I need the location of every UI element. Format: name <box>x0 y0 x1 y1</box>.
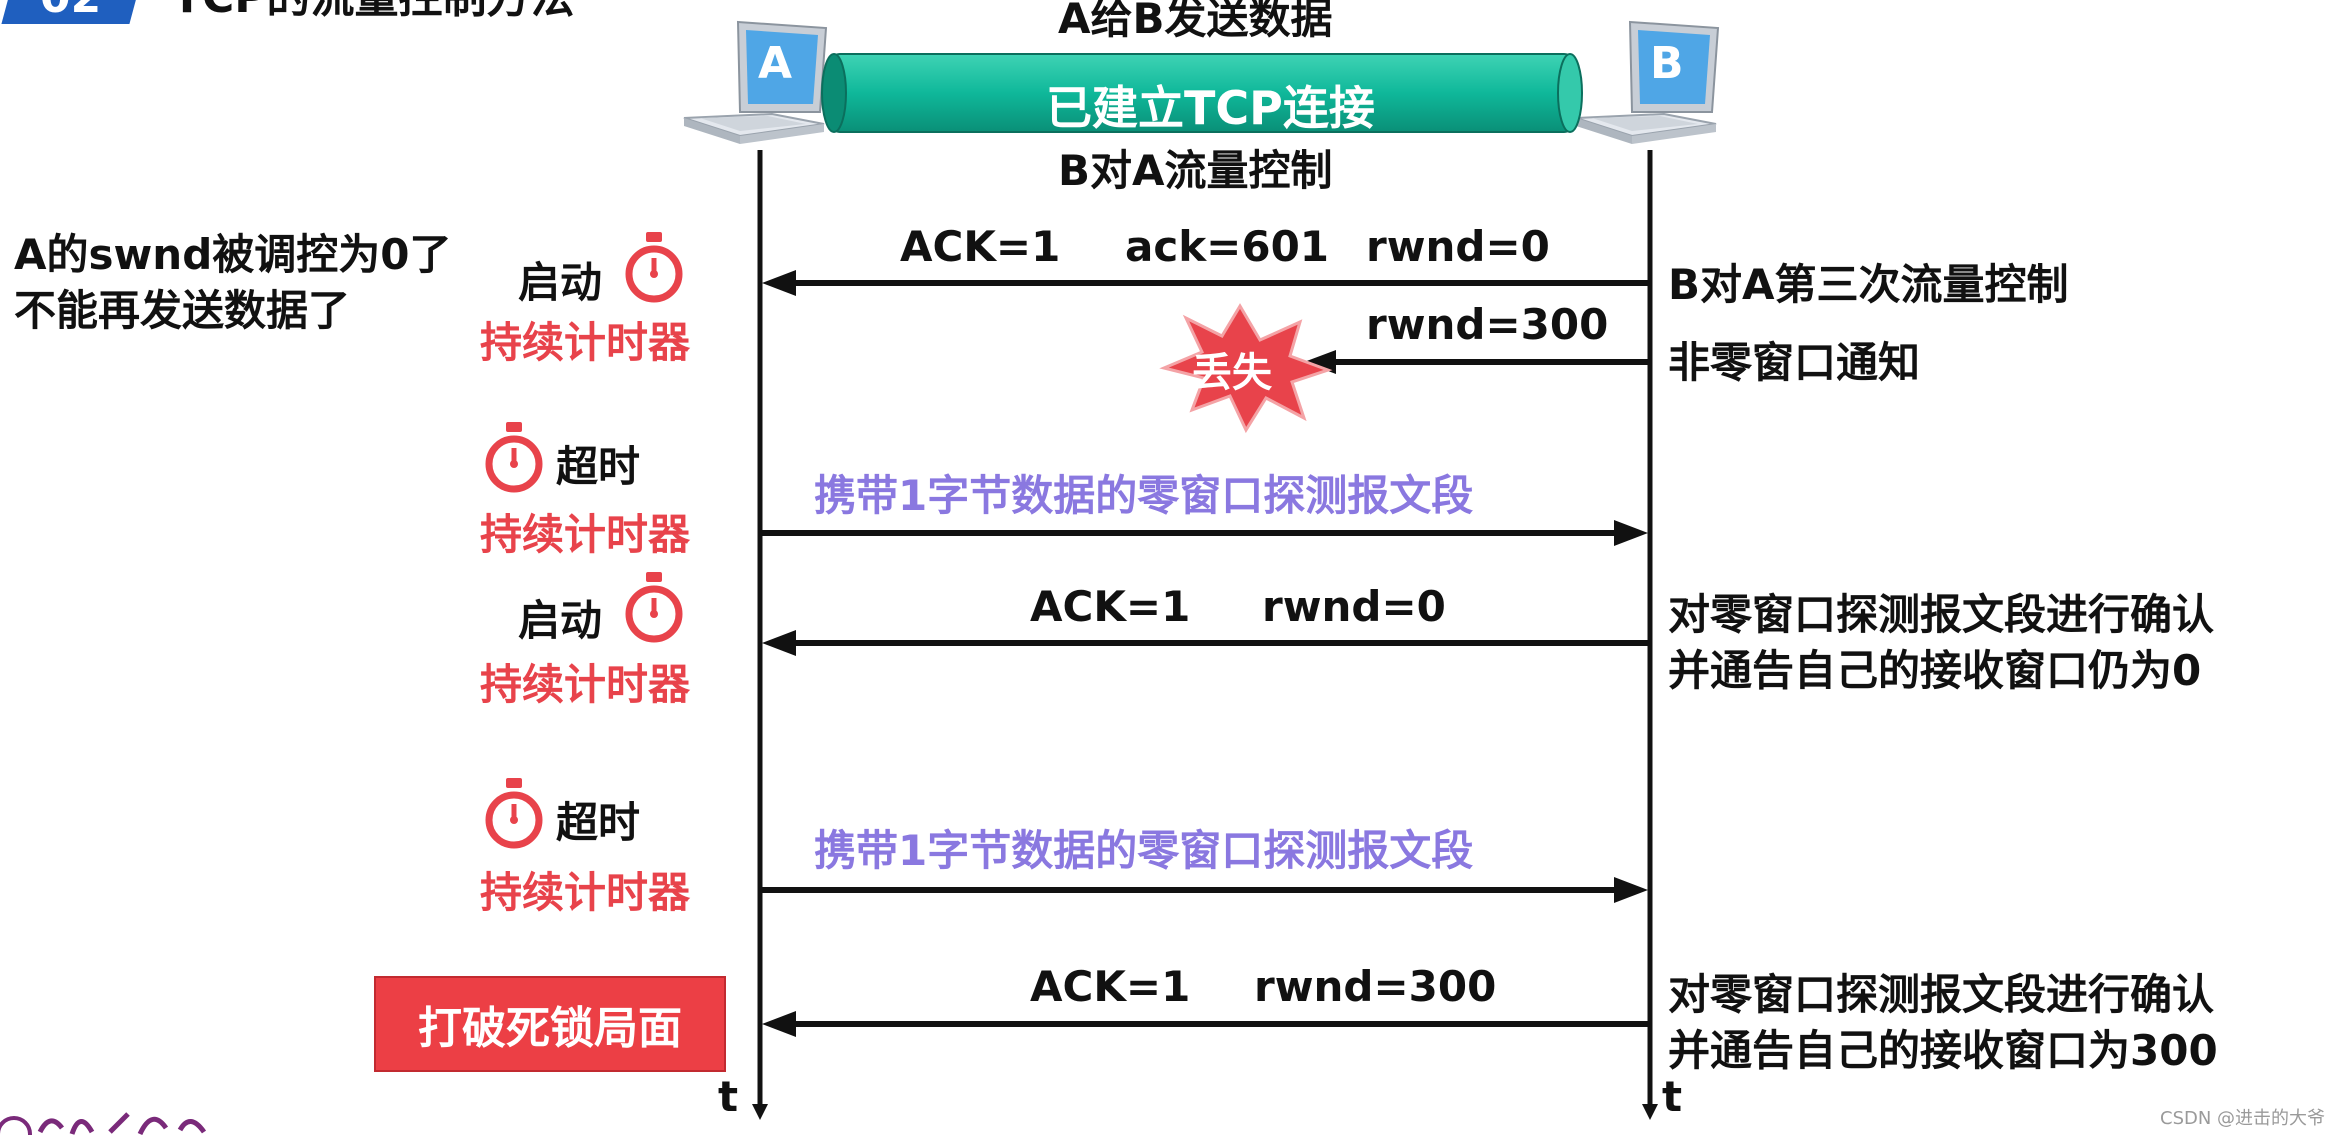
right-note-4-line1: 对零窗口探测报文段进行确认 <box>1668 970 2215 1019</box>
flow-control-caption: B对A流量控制 <box>1058 146 1333 195</box>
m4-ack-flag: ACK=1 <box>1030 962 1191 1011</box>
stopwatch-icon <box>625 572 683 643</box>
m2-rwnd: rwnd=300 <box>1366 300 1609 349</box>
send-data-caption: A给B发送数据 <box>1058 0 1333 43</box>
m1-ack-flag: ACK=1 <box>900 222 1061 271</box>
timer4-action: 超时 <box>556 798 641 847</box>
timer4-label: 持续计时器 <box>480 868 691 917</box>
m1-ack-number: ack=601 <box>1125 222 1330 271</box>
stopwatch-icon <box>485 422 543 493</box>
break-deadlock-label: 打破死锁局面 <box>418 1003 682 1054</box>
page-title: TCP的流量控制方法 <box>172 0 575 20</box>
watermark: CSDN @进击的大爷 <box>2160 1108 2326 1129</box>
m1-rwnd: rwnd=0 <box>1366 222 1550 271</box>
host-a-laptop-icon <box>683 20 828 144</box>
m3-rwnd: rwnd=0 <box>1262 582 1446 631</box>
right-note-2: 非零窗口通知 <box>1668 338 1921 387</box>
lost-label: 丢失 <box>1192 350 1272 396</box>
host-b-laptop-icon <box>1575 20 1720 144</box>
stopwatch-icon <box>625 232 683 303</box>
right-note-4-line2: 并通告自己的接收窗口为300 <box>1668 1026 2218 1075</box>
timer3-label: 持续计时器 <box>480 660 691 709</box>
probe2-label: 携带1字节数据的零窗口探测报文段 <box>814 826 1474 875</box>
right-note-3-line2: 并通告自己的接收窗口仍为0 <box>1668 646 2202 695</box>
swnd-note-line2: 不能再发送数据了 <box>14 286 351 335</box>
swnd-note-line1: A的swnd被调控为0了 <box>14 230 452 279</box>
m3-ack-flag: ACK=1 <box>1030 582 1191 631</box>
m4-rwnd: rwnd=300 <box>1254 962 1497 1011</box>
lost-burst-icon <box>1159 303 1333 434</box>
stopwatch-icon <box>485 778 543 849</box>
section-badge-number: 02 <box>40 0 101 23</box>
host-b-label: B <box>1650 38 1684 89</box>
tcp-connection-label: 已建立TCP连接 <box>1046 81 1375 135</box>
time-axis-label-a: t <box>718 1072 739 1121</box>
probe1-label: 携带1字节数据的零窗口探测报文段 <box>814 471 1474 520</box>
timer1-action: 启动 <box>518 258 603 307</box>
host-a-label: A <box>758 38 793 89</box>
timer3-action: 启动 <box>518 596 603 645</box>
time-axis-label-b: t <box>1662 1072 1683 1121</box>
break-deadlock-button: 打破死锁局面 <box>374 976 726 1072</box>
timer2-action: 超时 <box>556 442 641 491</box>
right-note-1: B对A第三次流量控制 <box>1668 260 2069 309</box>
right-note-3-line1: 对零窗口探测报文段进行确认 <box>1668 590 2215 639</box>
university-logo <box>0 1112 207 1135</box>
tcp-connection-pipe <box>821 53 1583 133</box>
timer1-label: 持续计时器 <box>480 318 691 367</box>
timer2-label: 持续计时器 <box>480 510 691 559</box>
